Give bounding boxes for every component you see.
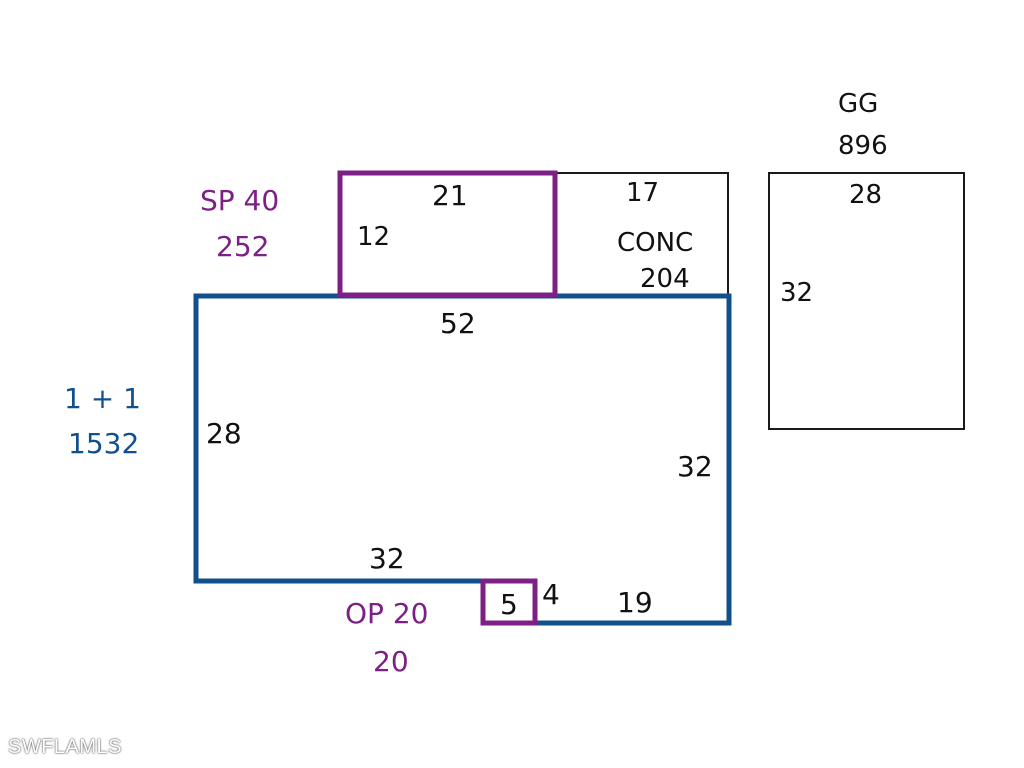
garage-size: 896 bbox=[838, 131, 888, 161]
screened-porch-size: 252 bbox=[216, 230, 270, 263]
living-area-outline bbox=[193, 293, 732, 626]
open-porch-code: OP 20 bbox=[345, 597, 429, 630]
garage-code: GG bbox=[838, 89, 879, 119]
dimension-sp-side: 12 bbox=[357, 222, 391, 252]
dimension-sp-top: 21 bbox=[432, 179, 468, 212]
concrete-patio-outline bbox=[555, 172, 729, 296]
dimension-living-left: 28 bbox=[206, 417, 242, 450]
dimension-living-bottom-right: 19 bbox=[617, 586, 653, 619]
living-area-size: 1532 bbox=[68, 427, 140, 460]
dimension-living-bottom-left: 32 bbox=[369, 542, 405, 575]
dimension-living-right: 32 bbox=[677, 450, 713, 483]
concrete-size: 204 bbox=[640, 264, 690, 294]
dimension-garage-top: 28 bbox=[849, 180, 883, 210]
open-porch-outline bbox=[480, 578, 538, 626]
dimension-living-top: 52 bbox=[440, 307, 476, 340]
screened-porch-outline bbox=[337, 170, 558, 298]
dimension-living-step: 4 bbox=[542, 578, 560, 611]
open-porch-size: 20 bbox=[373, 645, 409, 678]
screened-porch-code: SP 40 bbox=[200, 184, 280, 217]
garage-outline bbox=[768, 172, 965, 430]
dimension-garage-side: 32 bbox=[780, 278, 814, 308]
watermark: SWFLAMLS bbox=[8, 736, 123, 758]
dimension-op-width: 5 bbox=[500, 588, 518, 621]
living-area-code: 1 + 1 bbox=[64, 382, 141, 415]
concrete-code: CONC bbox=[617, 228, 694, 258]
dimension-conc-top: 17 bbox=[626, 178, 660, 208]
